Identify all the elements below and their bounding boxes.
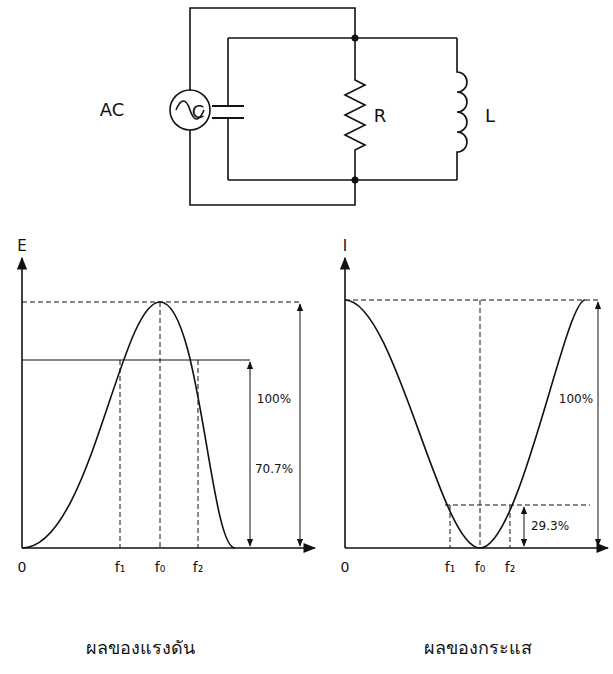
dimension-label: 100% bbox=[559, 393, 593, 406]
guide-line bbox=[120, 302, 198, 548]
junction-dot bbox=[352, 177, 359, 184]
wire bbox=[227, 38, 229, 180]
ac-source-symbol bbox=[170, 90, 210, 130]
guide-line bbox=[22, 302, 300, 303]
part-label: C bbox=[192, 102, 205, 122]
source-label: AC bbox=[100, 100, 125, 120]
tick-label: f₀ bbox=[475, 560, 486, 575]
graph-caption: ผลของแรงดัน bbox=[86, 638, 195, 658]
wire bbox=[228, 179, 457, 181]
voltage-curve bbox=[22, 302, 235, 548]
axis bbox=[22, 547, 315, 549]
guide-line bbox=[480, 300, 481, 548]
dimension-arrow bbox=[598, 302, 599, 546]
resistor-symbol bbox=[345, 38, 365, 180]
part-label: L bbox=[485, 106, 495, 126]
tick-label: f₂ bbox=[505, 560, 516, 575]
tick-label: f₀ bbox=[155, 560, 166, 575]
junction-dot bbox=[352, 35, 359, 42]
capacitor-symbol bbox=[212, 106, 244, 118]
tick-label: 0 bbox=[341, 560, 350, 575]
dimension-arrow bbox=[524, 507, 525, 546]
dimension-arrow bbox=[300, 304, 301, 546]
axis-label: I bbox=[343, 238, 347, 255]
dimension-arrow bbox=[250, 362, 251, 546]
tick-label: f₁ bbox=[445, 560, 456, 575]
axis-label: E bbox=[17, 238, 26, 255]
tick-label: f₂ bbox=[193, 560, 204, 575]
graph-caption: ผลของกระแส bbox=[424, 638, 532, 658]
guide-line bbox=[345, 300, 598, 301]
dimension-label: 100% bbox=[257, 393, 291, 406]
guide-line bbox=[22, 360, 250, 361]
part-label: R bbox=[374, 106, 387, 126]
current-curve bbox=[345, 300, 585, 548]
guide-line bbox=[445, 505, 590, 506]
inductor-symbol bbox=[457, 38, 467, 180]
wire bbox=[190, 8, 355, 90]
axis bbox=[344, 258, 346, 548]
guide-line bbox=[450, 505, 510, 548]
wire bbox=[228, 37, 457, 39]
tick-label: f₁ bbox=[115, 560, 126, 575]
wire bbox=[190, 130, 355, 205]
dimension-label: 70.7% bbox=[255, 463, 293, 476]
dimension-label: 29.3% bbox=[531, 520, 569, 533]
tick-label: 0 bbox=[18, 560, 27, 575]
